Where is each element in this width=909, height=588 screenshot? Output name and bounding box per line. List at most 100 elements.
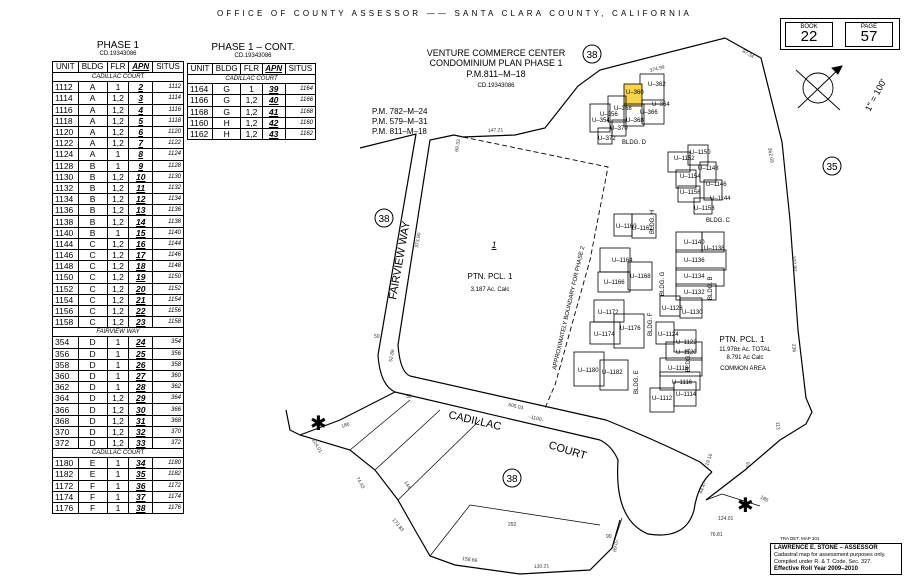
common-area: COMMON AREA [720,366,766,372]
dimension: 113 [774,422,781,431]
table-cell: 1 [106,159,130,172]
unit-label: U–354 [592,118,610,124]
phase1-title: PHASE 1 [96,40,140,51]
table-cell: D [77,369,108,383]
dimension: 292 [508,522,517,528]
unit-label: U–1154 [680,174,701,180]
cadillac-north-line [409,375,713,473]
unit-label: U–1136 [684,258,705,264]
unit-label: U–364 [652,102,670,108]
table-cell: 1136 [152,204,184,217]
footer-roll-year: Effective Roll Year 2009–2010 [774,566,858,572]
dimension: –1100– [528,414,545,424]
unit-label: U–1122 [676,340,697,346]
unit-label: U–356 [600,112,618,118]
unit-label: U–1166 [604,280,625,286]
table-cell: 1176 [52,501,79,515]
table-cell: B [77,204,108,217]
dimension: 186 [341,421,351,430]
bldg-label: BLDG. A [686,349,692,372]
table-cell: 1,2 [106,170,130,183]
table-cell: 16 [128,237,154,251]
table-cell: 1,2 [106,181,130,195]
fairview-curve [377,354,396,393]
unit-label: U–358 [614,106,632,112]
pm-ref: P.M.811–M–18 [466,69,525,79]
phase1-cont-subtitle: CD.19343086 [234,53,272,59]
table-cell: A [77,81,108,94]
dimension: 50 [406,394,412,400]
table-cell: 1124 [152,148,184,161]
parcel2-title: PTN. PCL. 1 [720,335,765,344]
dimension: 186 [759,495,769,504]
parcel2-area2: 8.791 Ac Calc [726,355,763,361]
unit-label: U–1140 [684,240,705,246]
pm-line: P.M. 579–M–31 [372,117,428,126]
unit-label: U–1150 [690,150,711,156]
table-cell: E [77,468,108,481]
assessor-footer: LAWRENCE E. STONE – ASSESSOR Cadastral m… [770,543,902,575]
unit-label: U–1130 [682,310,703,316]
unit-label: U–1164 [612,258,633,264]
table-cell: B [77,159,108,172]
asterisk-icon: ✱ [737,495,754,517]
dimension: 124.01 [718,516,734,522]
unit-label: U–372 [598,136,616,142]
table-cell: 1144 [152,237,184,251]
dimension: 236 [790,344,797,353]
dimension: 158.66 [462,556,478,564]
project-title-2: CONDOMINIUM PLAN PHASE 1 [429,58,562,68]
phase1-cont-title: PHASE 1 – CONT. [211,42,295,53]
cul-de-sac [599,439,713,536]
dimension: 87.34 [741,49,755,61]
table-cell: 1158 [152,316,184,329]
dimension: 76.81 [710,532,723,538]
table-cell: B [77,170,108,183]
south-lot-div-3 [397,419,481,501]
unit-label: U–366 [640,110,658,116]
dimension: 373.90 [414,232,423,248]
dimension: 605.03 [508,402,524,411]
cd-ref: CD.19343086 [477,83,515,89]
phase-boundary [462,136,609,409]
table-cell: 8 [128,148,154,161]
street-court: COURT [547,439,588,462]
table-cell: B [77,193,108,206]
table-cell: 1162 [284,127,317,141]
map-ref: 35 [826,162,838,173]
street-cadillac: CADILLAC [447,409,502,433]
south-lot-div-5 [611,517,623,549]
parcel-boundary [453,37,813,501]
dimension: 44.47 [698,481,708,495]
unit-label: U–1134 [684,274,705,280]
south-lot-div-2 [374,409,441,471]
book-label: BOOK [800,24,818,30]
bldg-label: BLDG. F [648,312,654,336]
map-ref: 38 [378,214,390,225]
unit-label: U–368 [626,118,644,124]
table-cell: B [77,226,108,239]
table-cell: 1128 [152,159,184,172]
scale-label: 1" = 100' [863,77,888,113]
column-header: FLR [240,62,263,76]
unit-label: U–1112 [652,396,673,402]
table-cell: 1,2 [106,316,130,329]
table-cell: 1136 [52,204,79,217]
table-cell: 15 [128,226,154,239]
